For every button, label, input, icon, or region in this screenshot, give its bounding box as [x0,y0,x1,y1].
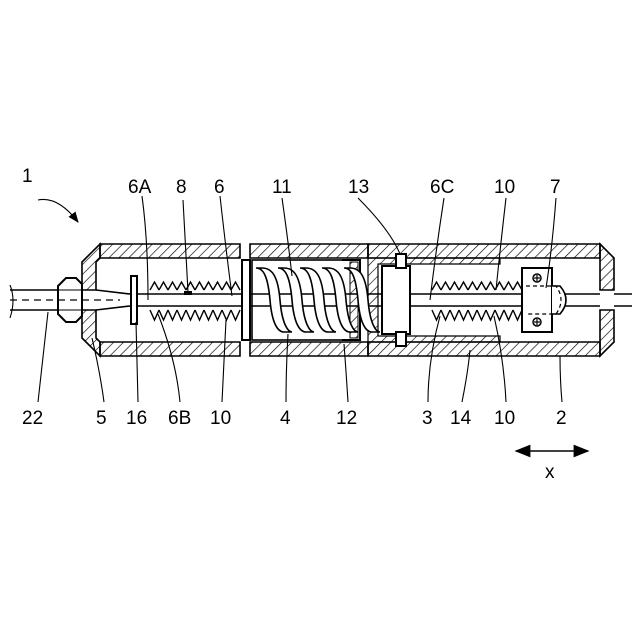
slider-3 [382,254,410,346]
label-10-a: 10 [210,408,231,429]
clip-7 [522,268,566,332]
spring-10-left [150,282,240,320]
label-14: 14 [450,408,472,429]
label-8: 8 [176,177,187,198]
ring-plate [242,260,250,340]
label-3: 3 [422,408,433,429]
label-22: 22 [22,408,43,429]
label-16: 16 [126,408,147,429]
label-13: 13 [348,177,369,198]
label-6B: 6B [168,408,191,429]
label-5: 5 [96,408,107,429]
flange-16 [131,276,137,324]
label-1: 1 [22,166,33,187]
label-2: 2 [556,408,567,429]
label-4: 4 [280,408,291,429]
label-7: 7 [550,177,561,198]
label-axis-x: x [545,462,555,483]
coil-spring-4 [256,268,380,332]
label-12: 12 [336,408,357,429]
spring-10-right [432,282,522,320]
label-6A: 6A [128,177,152,198]
label-10-b: 10 [494,408,515,429]
label-10-top: 10 [494,177,515,198]
label-6: 6 [214,177,225,198]
reference-labels: 1 6A 8 6 11 13 6C 10 7 22 5 16 6B 10 4 1… [22,166,567,483]
label-11: 11 [272,177,292,198]
label-6C: 6C [430,177,454,198]
